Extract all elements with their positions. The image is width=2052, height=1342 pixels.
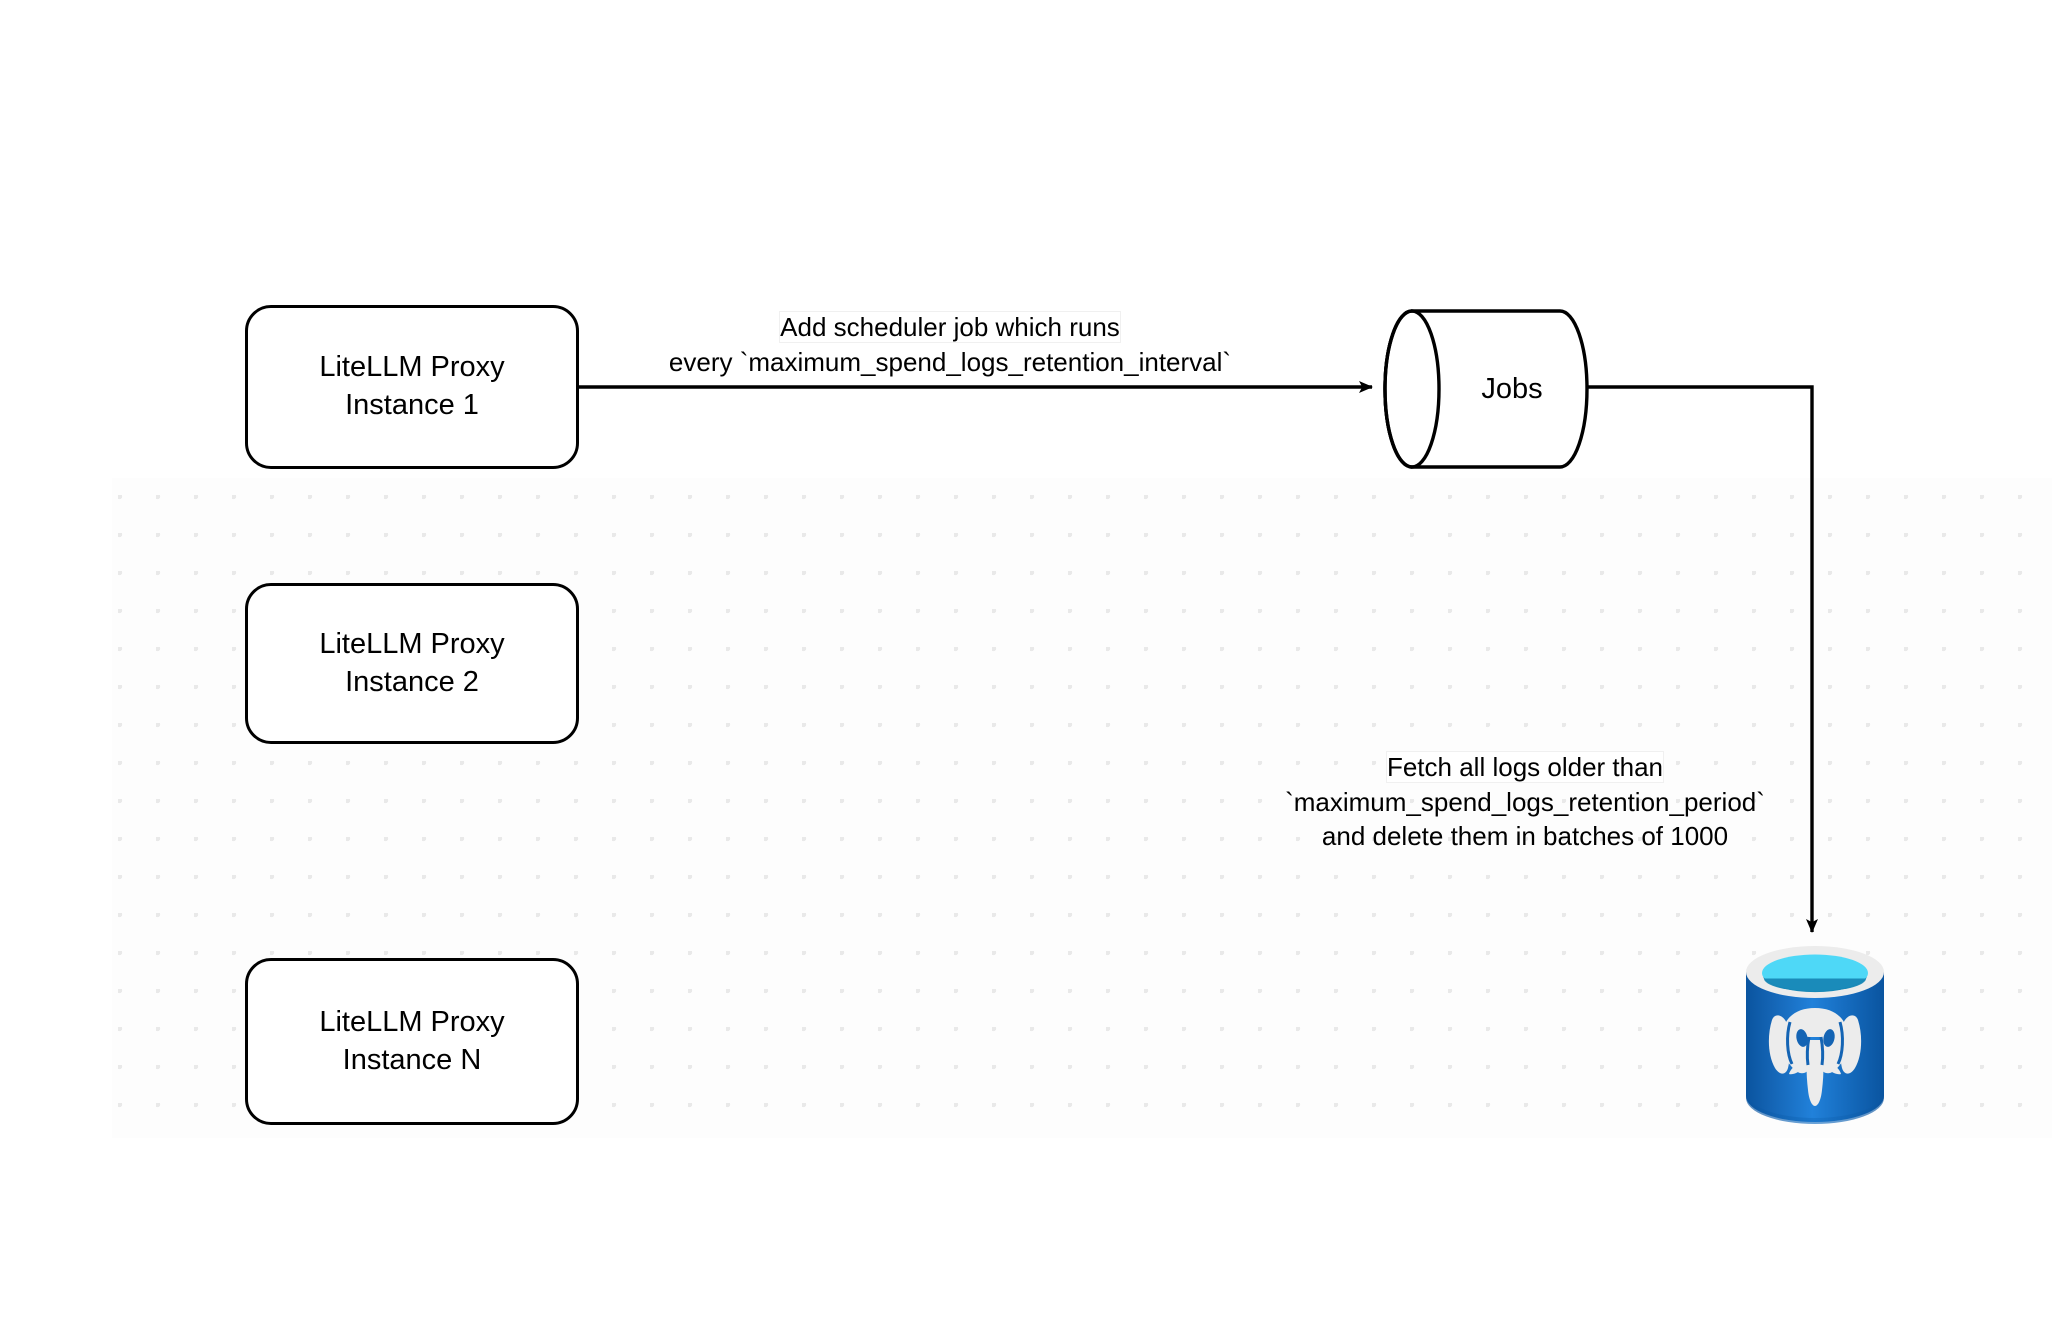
- edge-label-line-3: and delete them in batches of 1000: [1321, 821, 1729, 852]
- node-litellm-proxy-instance-2[interactable]: LiteLLM Proxy Instance 2: [245, 583, 579, 744]
- node-label-line1: LiteLLM Proxy: [319, 1005, 505, 1038]
- node-label-line2: Instance 1: [345, 389, 479, 421]
- node-postgres-database[interactable]: [1742, 944, 1888, 1130]
- edge-label-line-1: Fetch all logs older than: [1386, 752, 1664, 782]
- node-label-line1: LiteLLM Proxy: [319, 627, 505, 660]
- edge-label-fetch-delete: Fetch all logs older than `maximum_spend…: [1245, 750, 1805, 854]
- edge-label-line-2: every `maximum_spend_logs_retention_inte…: [668, 346, 1232, 377]
- postgresql-database-icon: [1746, 946, 1884, 1124]
- edge-label-scheduler: Add scheduler job which runs every `maxi…: [600, 310, 1300, 379]
- node-jobs-label: Jobs: [1481, 372, 1543, 405]
- cylinder-shape-icon: [1383, 309, 1589, 469]
- node-litellm-proxy-instance-1[interactable]: LiteLLM Proxy Instance 1: [245, 305, 579, 469]
- edge-fetch-delete-path: [1585, 385, 1818, 933]
- node-jobs-queue[interactable]: Jobs: [1383, 308, 1589, 470]
- postgres-elephant-eyes: [1796, 1029, 1835, 1047]
- node-label-line2: Instance 2: [345, 665, 479, 698]
- edge-label-line-1: Add scheduler job which runs: [780, 312, 1120, 342]
- node-litellm-proxy-instance-n[interactable]: LiteLLM Proxy Instance N: [245, 958, 579, 1125]
- edge-label-line-2: `maximum_spend_logs_retention_period`: [1285, 786, 1765, 817]
- postgres-elephant-glyph: [1768, 1008, 1862, 1106]
- node-label-line1: LiteLLM Proxy: [319, 351, 505, 384]
- node-label-line2: Instance N: [342, 1043, 482, 1076]
